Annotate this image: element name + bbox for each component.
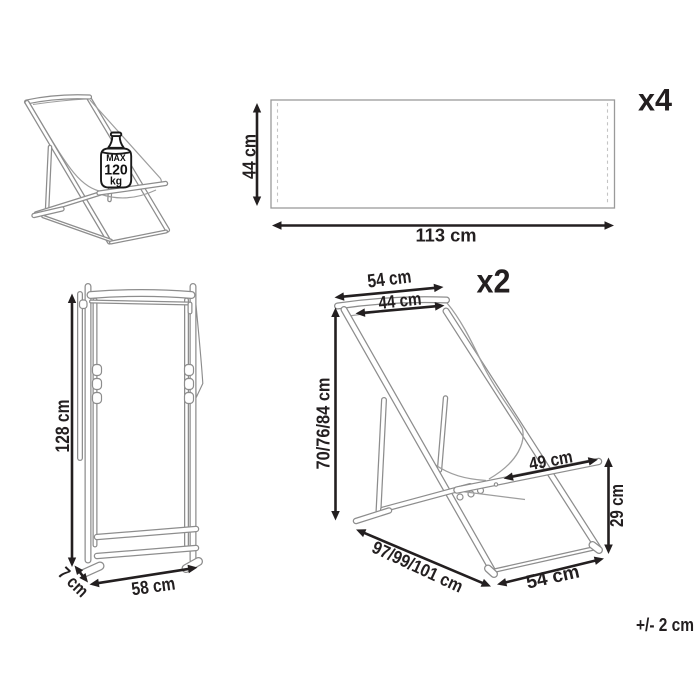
svg-text:x4: x4 — [638, 82, 672, 118]
svg-text:29 cm: 29 cm — [607, 484, 627, 527]
svg-text:70/76/84 cm: 70/76/84 cm — [313, 378, 333, 470]
svg-text:128 cm: 128 cm — [53, 400, 74, 453]
svg-text:44 cm: 44 cm — [377, 289, 422, 313]
svg-text:kg: kg — [110, 175, 122, 187]
svg-text:120: 120 — [104, 161, 128, 178]
svg-text:x2: x2 — [477, 263, 511, 300]
svg-text:+/- 2 cm: +/- 2 cm — [636, 615, 694, 635]
svg-text:113 cm: 113 cm — [416, 225, 477, 245]
svg-text:44 cm: 44 cm — [239, 134, 259, 179]
svg-text:MAX: MAX — [106, 153, 126, 163]
